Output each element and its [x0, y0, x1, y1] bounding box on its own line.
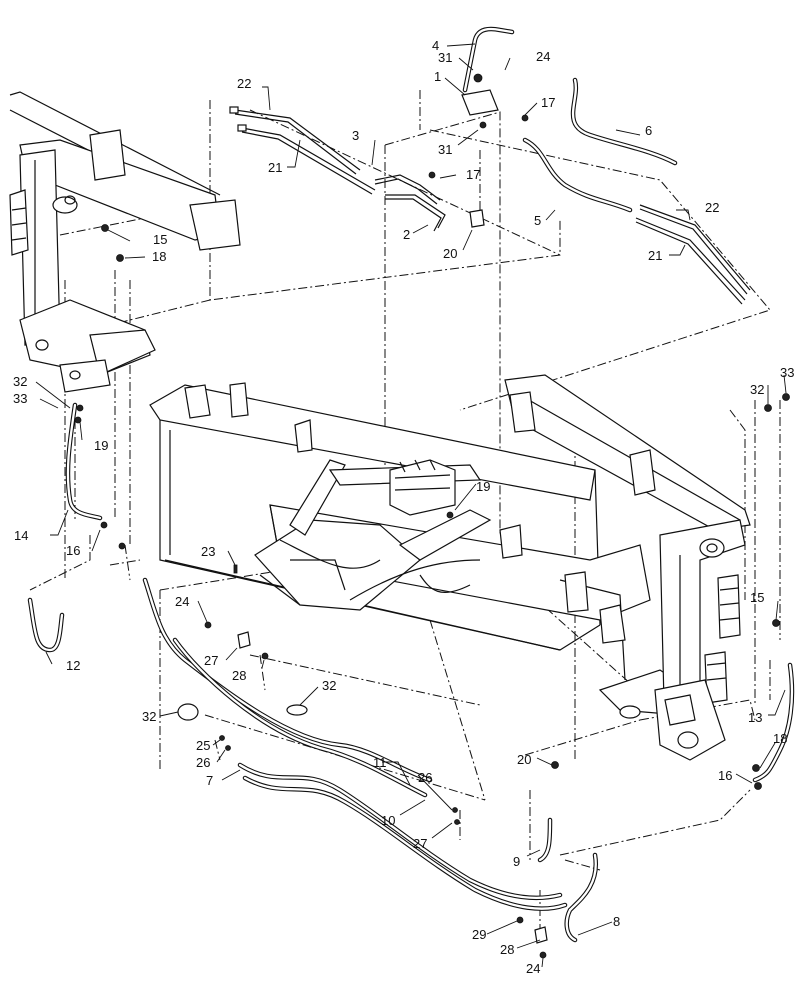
callout-27: 27	[204, 653, 218, 668]
callout-13: 13	[748, 710, 762, 725]
callout-10: 10	[381, 813, 395, 828]
callout-6: 6	[645, 123, 652, 138]
callout-20: 20	[517, 752, 531, 767]
callout-5: 5	[534, 213, 541, 228]
right-boom	[504, 374, 751, 761]
upper-tubes	[229, 26, 751, 305]
callout-23: 23	[201, 544, 215, 559]
callout-21: 21	[648, 248, 662, 263]
callout-2: 2	[403, 227, 410, 242]
callout-26: 27	[413, 836, 427, 851]
callout-16: 16	[718, 768, 732, 783]
callout-33: 33	[780, 365, 794, 380]
callout-20: 20	[443, 246, 457, 261]
callout-17: 17	[466, 167, 480, 182]
callout-15: 15	[750, 590, 764, 605]
callout-26: 26	[196, 755, 210, 770]
callout-25: 26	[418, 770, 432, 785]
callout-19: 19	[476, 479, 490, 494]
callout-7: 7	[206, 773, 213, 788]
callout-24: 24	[175, 594, 189, 609]
callout-25: 25	[196, 738, 210, 753]
callout-14: 14	[14, 528, 28, 543]
callout-32: 32	[13, 374, 27, 389]
callout-30: 31	[438, 142, 452, 157]
callout-28: 28	[232, 668, 246, 683]
callout-11: 11	[373, 755, 387, 770]
callout-9: 9	[513, 854, 520, 869]
lower-hoses	[27, 224, 795, 959]
callout-4: 4	[432, 38, 439, 53]
callout-1: 1	[434, 69, 441, 84]
callout-19: 19	[94, 438, 108, 453]
callout-15: 15	[153, 232, 167, 247]
callout-32: 32	[750, 382, 764, 397]
callout-24: 24	[536, 49, 550, 64]
callout-17: 17	[541, 95, 555, 110]
callout-labels: 4 31 24 1 17 6 31 3 22 21 17 5 2 20 22 2…	[13, 38, 794, 976]
callout-33: 33	[13, 391, 27, 406]
callout-31: 32	[142, 709, 156, 724]
callout-24: 24	[526, 961, 540, 976]
callout-22: 22	[705, 200, 719, 215]
callout-18: 18	[152, 249, 166, 264]
leader-lines	[35, 43, 787, 968]
callout-18: 18	[773, 731, 787, 746]
callout-3: 3	[352, 128, 359, 143]
left-boom	[9, 91, 241, 393]
callout-31: 32	[322, 678, 336, 693]
callout-22: 22	[237, 76, 251, 91]
callout-29: 31	[438, 50, 452, 65]
callout-27: 28	[500, 942, 514, 957]
callout-28: 29	[472, 927, 486, 942]
callout-21: 21	[268, 160, 282, 175]
callout-16: 16	[66, 543, 80, 558]
main-frame	[149, 382, 691, 719]
callout-12: 12	[66, 658, 80, 673]
callout-8: 8	[613, 914, 620, 929]
